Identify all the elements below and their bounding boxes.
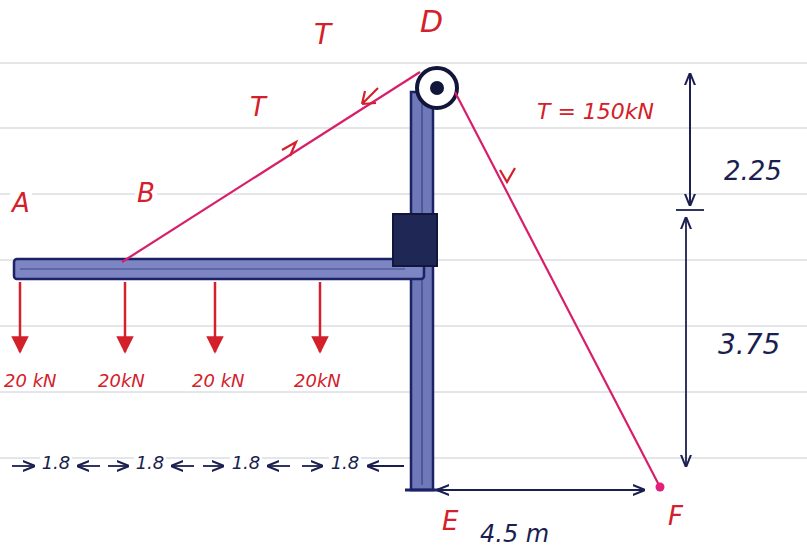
- dimension-label: 2.25: [722, 158, 784, 185]
- dimension-label: 1.8: [40, 454, 73, 473]
- cable: [455, 92, 660, 487]
- force-value: T = 150kN: [535, 100, 656, 123]
- point-label: A: [10, 190, 32, 217]
- dimension-lines: [438, 74, 704, 490]
- point-label: D: [418, 6, 445, 38]
- post: [411, 92, 433, 490]
- load-label: 20kN: [292, 372, 343, 391]
- dimension-label: 4.5 m: [478, 522, 551, 547]
- load-label: 20 kN: [2, 372, 59, 391]
- load-label: 20 kN: [190, 372, 247, 391]
- collar: [393, 214, 437, 266]
- dimension-label: 1.8: [230, 454, 263, 473]
- anchor-point: [656, 483, 665, 492]
- point-label: B: [135, 180, 157, 207]
- cable: [122, 72, 420, 262]
- point-label: E: [440, 508, 460, 535]
- load-label: 20kN: [96, 372, 147, 391]
- beam: [14, 259, 424, 279]
- pulley: [417, 68, 457, 108]
- point-label: F: [666, 503, 685, 530]
- force-label: T: [312, 20, 333, 49]
- dimension-label: 3.75: [716, 330, 782, 359]
- dimension-label: 1.8: [329, 454, 362, 473]
- dimension-label: 1.8: [134, 454, 167, 473]
- load-arrows: [20, 282, 320, 352]
- force-label: T: [248, 94, 268, 121]
